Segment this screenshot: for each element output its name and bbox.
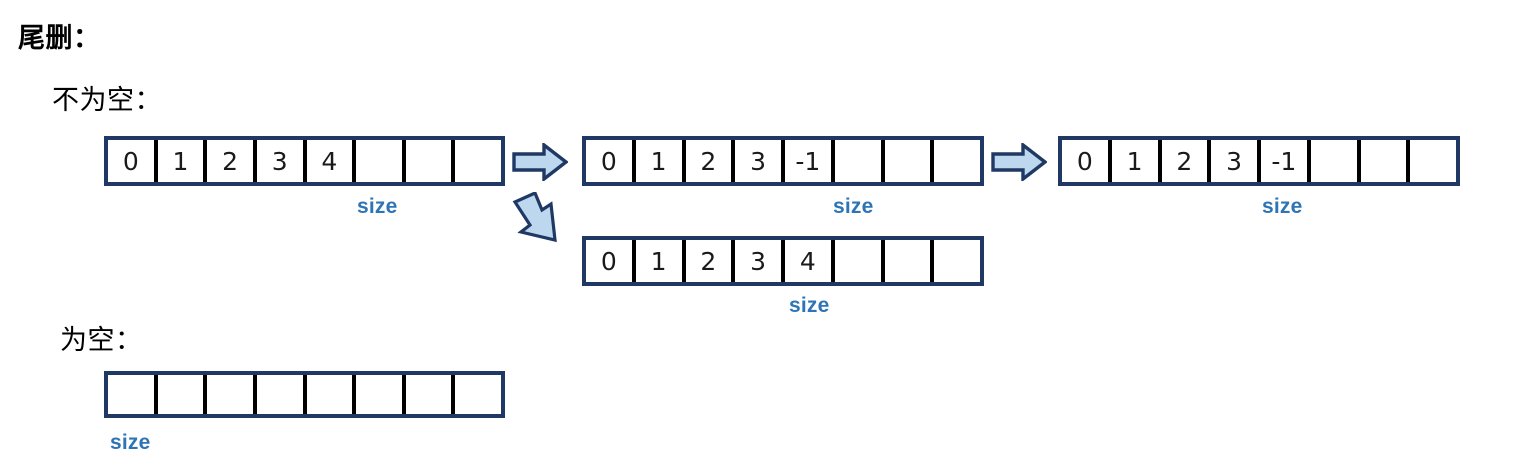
array-cell: 2: [207, 140, 257, 182]
array-cell: 3: [735, 140, 785, 182]
array-cell: 2: [1161, 140, 1212, 182]
array-cell: [834, 240, 885, 282]
array-cell: 1: [1111, 140, 1162, 182]
overwrite-last-array: 0 1 2 3 -1: [582, 136, 984, 186]
array-cell: 0: [586, 240, 636, 282]
arrow-step1-to-step2-icon: [512, 141, 569, 183]
array-cell: [834, 140, 885, 182]
array-cell: [405, 375, 456, 414]
array-cell: [356, 140, 406, 182]
size-label-initial-array: size: [357, 195, 398, 218]
array-cell: 1: [635, 140, 686, 182]
array-cell: [455, 375, 501, 414]
array-cell: [207, 375, 257, 414]
page-title: 尾删：: [18, 23, 101, 53]
array-cell: [1410, 140, 1456, 182]
array-cell: 4: [306, 140, 357, 182]
result-array: 0 1 2 3 -1: [1058, 136, 1460, 186]
size-label-empty-array: size: [110, 431, 151, 454]
array-cell: 3: [735, 240, 785, 282]
array-cell: [356, 375, 406, 414]
array-cell: 0: [108, 140, 158, 182]
array-cell: [108, 375, 158, 414]
decrement-size-array: 0 1 2 3 4: [582, 236, 984, 286]
size-label-overwrite-last-array: size: [833, 195, 874, 218]
array-cell: [256, 375, 307, 414]
array-cell: [1310, 140, 1361, 182]
array-cell: [934, 140, 980, 182]
empty-array: [104, 371, 505, 418]
array-cell: 2: [685, 240, 736, 282]
arrow-step1-to-step2-alt-icon: [509, 190, 571, 244]
section-label-not-empty: 不为空：: [52, 85, 162, 115]
array-cell: [884, 240, 935, 282]
array-cell: [455, 140, 501, 182]
array-cell: 1: [157, 140, 208, 182]
array-cell: [1360, 140, 1411, 182]
array-cell: -1: [785, 140, 835, 182]
array-cell: 3: [1211, 140, 1261, 182]
array-cell: 2: [685, 140, 736, 182]
array-cell: 4: [785, 240, 835, 282]
array-cell: [306, 375, 357, 414]
array-cell: [934, 240, 980, 282]
size-label-decrement-size-array: size: [789, 294, 830, 317]
initial-array: 0 1 2 3 4: [104, 136, 505, 186]
array-cell: [157, 375, 208, 414]
array-cell: 1: [635, 240, 686, 282]
array-cell: -1: [1261, 140, 1311, 182]
array-cell: 3: [256, 140, 307, 182]
size-label-result-array: size: [1262, 195, 1303, 218]
array-cell: [884, 140, 935, 182]
array-cell: 0: [1062, 140, 1112, 182]
array-cell: 0: [586, 140, 636, 182]
array-cell: [405, 140, 456, 182]
arrow-step2-to-step3-icon: [991, 141, 1048, 183]
section-label-empty: 为空：: [60, 325, 143, 355]
